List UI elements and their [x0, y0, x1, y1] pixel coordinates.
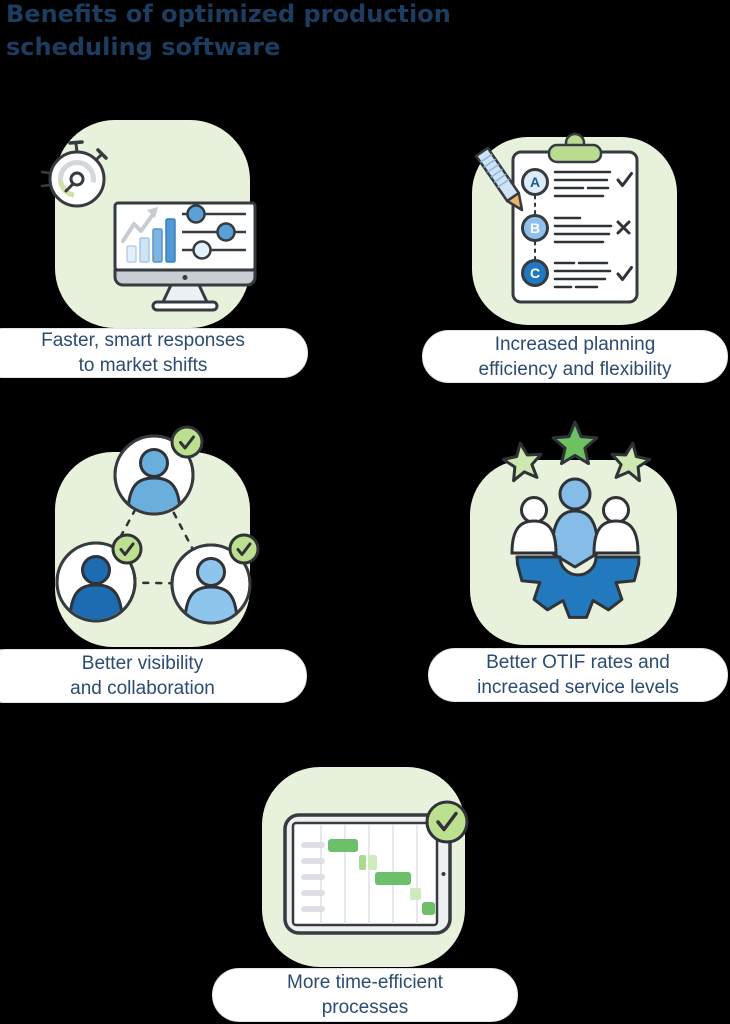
- monitor-icon: [113, 201, 257, 312]
- gantt-bar: [375, 872, 411, 885]
- gantt-bar: [328, 839, 358, 852]
- avatar-bottom-left: [55, 541, 137, 623]
- team-icon: [510, 477, 640, 569]
- avatar-bottom-right: [170, 543, 252, 625]
- pill-collaboration: Better visibility and collaboration: [0, 649, 307, 703]
- card-label: Increased planning efficiency and flexib…: [478, 333, 672, 380]
- gantt-bar: [422, 902, 435, 915]
- step-b-badge: B: [521, 214, 549, 242]
- card-label: Better OTIF rates and increased service …: [477, 652, 679, 698]
- svg-text:B: B: [530, 220, 540, 236]
- star-icon: [501, 441, 543, 483]
- star-icon: [551, 420, 599, 466]
- gantt-bar: [410, 888, 421, 900]
- trend-arrow-icon: [121, 211, 156, 243]
- clip-icon: [547, 143, 603, 164]
- camera-dot: [441, 872, 446, 876]
- card-market-shifts: [30, 115, 320, 385]
- clip-knob-icon: [564, 132, 586, 148]
- svg-text:A: A: [530, 174, 540, 190]
- check-badge-icon: [170, 425, 204, 459]
- card-time-efficient: [220, 755, 520, 1024]
- infographic-title: Benefits of optimized production schedul…: [6, 0, 451, 61]
- pill-time-efficient: More time-efficient processes: [212, 968, 518, 1022]
- gantt-bar: [359, 855, 366, 870]
- card-label: Better visibility and collaboration: [70, 653, 215, 699]
- check-mark-icon: [616, 172, 633, 187]
- step-a-badge: A: [521, 168, 549, 196]
- team-avatars-illustration: [55, 425, 260, 625]
- card-otif: [425, 415, 715, 715]
- bar-chart-icon: [121, 207, 176, 263]
- rating-gear-illustration: [501, 420, 652, 619]
- avatar-top: [113, 434, 195, 516]
- row-labels: [301, 842, 325, 912]
- rating-stars-icon: [501, 420, 652, 483]
- card-label: Faster, smart responses to market shifts: [41, 330, 245, 376]
- gantt-bar: [368, 855, 377, 870]
- clipboard-illustration: A B C: [474, 132, 639, 304]
- check-badge-icon: [111, 533, 143, 565]
- check-badge-icon: [425, 800, 469, 844]
- stopwatch-icon: [40, 140, 108, 208]
- monitor-stopwatch-illustration: [40, 140, 257, 312]
- card-planning: A B C: [425, 110, 715, 390]
- gear-icon: [515, 555, 641, 619]
- cross-mark-icon: [616, 220, 631, 235]
- tablet-icon: [283, 813, 452, 935]
- connection-dashes: [93, 472, 214, 586]
- pill-otif: Better OTIF rates and increased service …: [428, 648, 728, 702]
- star-icon: [610, 441, 652, 483]
- pill-market-shifts: Faster, smart responses to market shifts: [0, 328, 308, 378]
- gantt-chart: [301, 825, 435, 924]
- step-c-badge: C: [521, 259, 549, 287]
- sliders-icon: [182, 204, 246, 260]
- pill-planning: Increased planning efficiency and flexib…: [422, 330, 728, 383]
- card-label: More time-efficient processes: [287, 972, 443, 1018]
- pencil-icon: [474, 146, 524, 212]
- card-collaboration: [30, 415, 320, 715]
- check-mark-icon: [616, 266, 633, 281]
- svg-text:C: C: [530, 265, 540, 281]
- checklist-rows: [553, 170, 613, 289]
- gantt-tablet-illustration: [283, 800, 469, 935]
- check-badge-icon: [228, 533, 260, 565]
